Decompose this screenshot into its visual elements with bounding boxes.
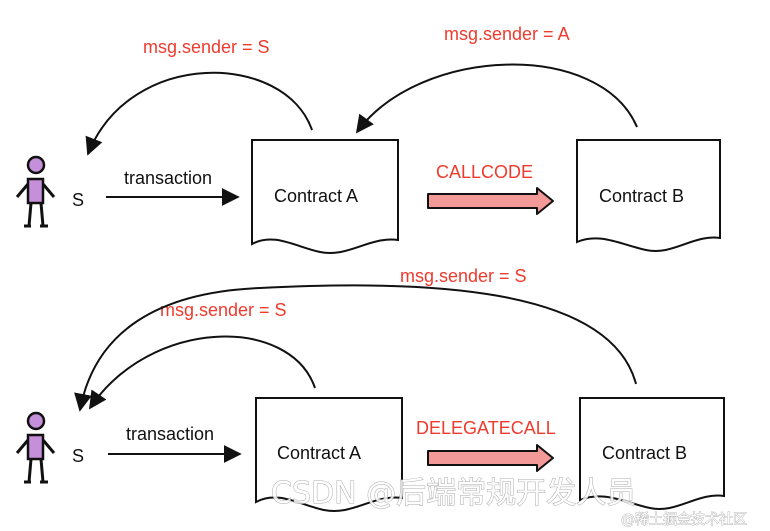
delegatecall-arrow [427,444,554,472]
msg-sender-s-label: msg.sender = S [160,300,287,320]
contract-b-document [576,139,721,253]
return-arrow-b-to-a [355,63,638,134]
msg-sender-a-label: msg.sender = A [444,24,570,44]
msg-sender-s-label: msg.sender = S [143,37,270,57]
return-arrow-a-to-s [88,335,316,410]
callcode-arrow [427,187,554,215]
bottom-diagram: S transaction Contract A DELEGATECALL Co… [15,266,725,513]
contract-a-document [255,397,403,513]
call-type-label: DELEGATECALL [416,418,556,438]
top-diagram: S transaction Contract A CALLCODE Contra… [15,24,721,255]
transaction-label: transaction [124,168,212,188]
user-figure-icon [15,411,56,484]
sender-label: S [72,446,84,466]
call-type-label: CALLCODE [436,162,533,182]
watermark-secondary: @稀土掘金技术社区 [621,512,747,528]
contract-b-label: Contract B [602,443,687,463]
transaction-label: transaction [126,424,214,444]
contract-a-label: Contract A [277,443,361,463]
contract-b-label: Contract B [599,186,684,206]
user-figure-icon [15,155,56,228]
return-arrow-b-to-s [74,284,637,412]
sender-label: S [72,190,84,210]
contract-a-label: Contract A [274,186,358,206]
contract-a-document [251,139,399,255]
watermark: CSDN @后端常规开发人员 @稀土掘金技术社区 [271,476,748,529]
contract-b-document [579,397,725,511]
return-arrow-a-to-s [85,71,313,156]
msg-sender-s-label: msg.sender = S [400,266,527,286]
watermark-main: CSDN @后端常规开发人员 [271,476,636,511]
